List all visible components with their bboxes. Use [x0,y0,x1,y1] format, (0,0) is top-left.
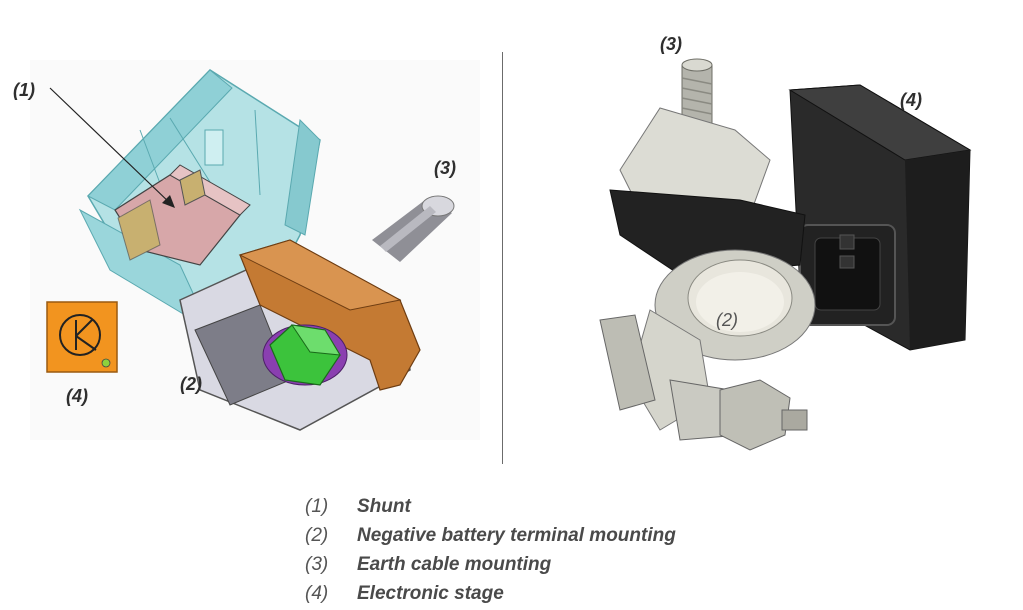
copper-strap [238,239,421,391]
earth-cable-bolt [372,195,455,262]
callout-left-1: (1) [13,80,35,100]
electronic-stage-symbol [46,301,118,373]
terminal-clamp [599,249,816,441]
electronics-module [788,84,972,351]
legend-label: Electronic stage [357,583,504,604]
connector [799,224,896,326]
sensor-photo-illustration [599,58,972,451]
vertical-divider [502,52,503,464]
shunt [114,164,251,266]
legend-number: (2) [305,525,329,546]
leader-arrowhead [162,195,175,208]
cad-sensor-drawing [30,60,480,440]
legend-number: (3) [305,554,329,575]
legend-item: (2) Negative battery terminal mounting [305,521,676,550]
callout-right-3: (3) [660,34,682,54]
legend: (1) Shunt (2) Negative battery terminal … [305,492,676,608]
legend-number: (1) [305,496,329,517]
legend-number: (4) [305,583,329,604]
circle-k-symbol-icon [59,314,101,356]
clamp-nut [719,379,808,451]
legend-item: (4) Electronic stage [305,579,676,608]
callout-left-3: (3) [434,158,456,178]
callout-left-4: (4) [66,386,88,406]
callout-right-4: (4) [900,90,922,110]
callout-left-2: (2) [180,374,202,394]
green-nut [269,324,341,386]
legend-item: (1) Shunt [305,492,676,521]
legend-label: Shunt [357,496,411,517]
legend-label: Earth cable mounting [357,554,552,575]
callout-right-2: (2) [716,310,738,330]
leader-line-1 [49,87,173,206]
legend-label: Negative battery terminal mounting [357,525,676,546]
legend-item: (3) Earth cable mounting [305,550,676,579]
